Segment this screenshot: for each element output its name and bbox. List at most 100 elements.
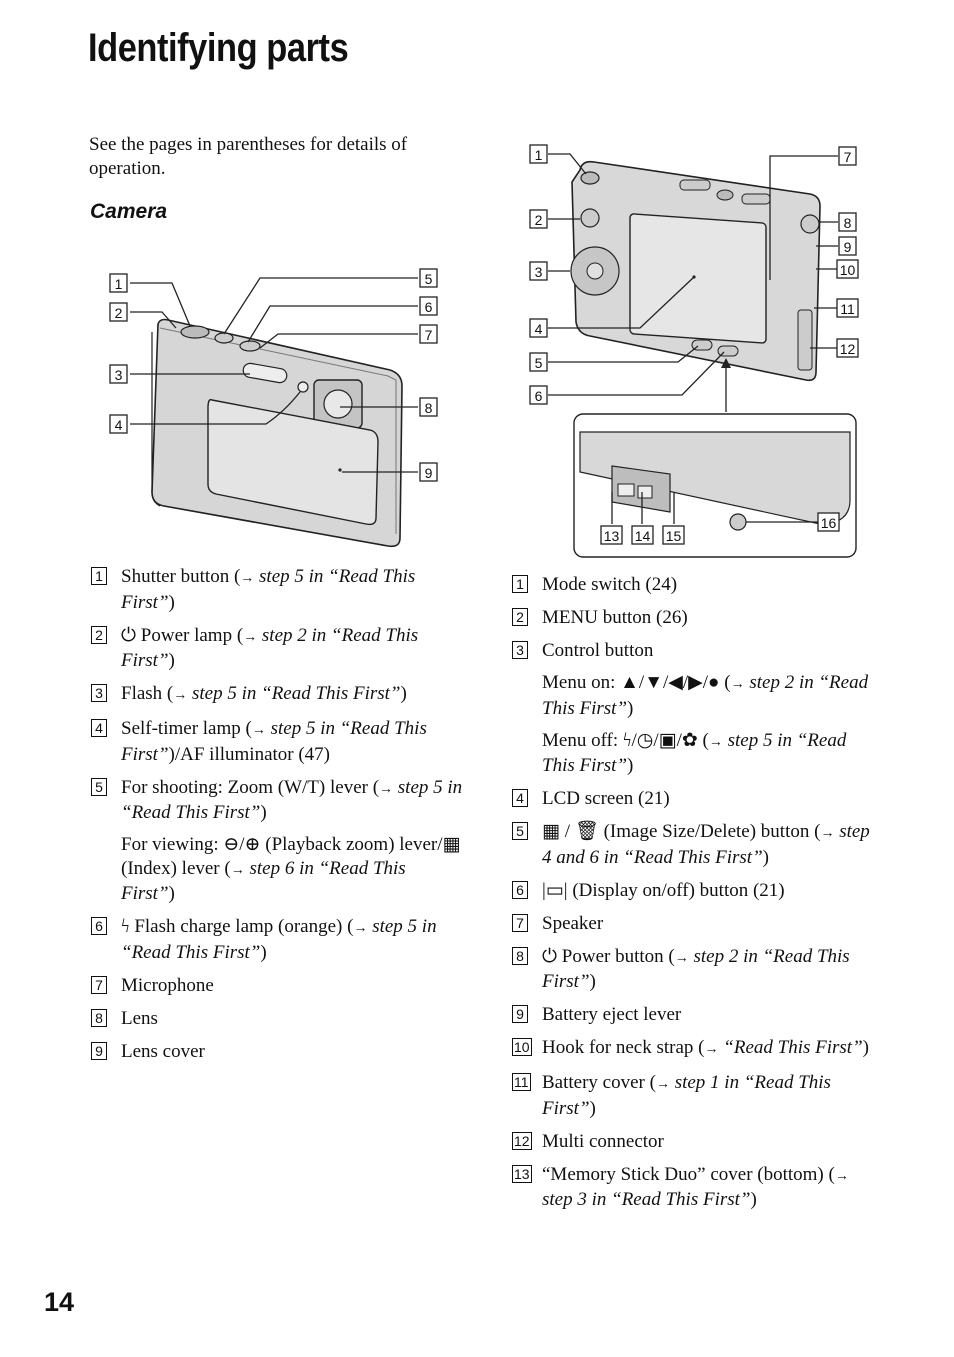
item-tail: ) [168,650,175,671]
item-number-badge: 2 [91,625,107,644]
front-callout-7: 7 [425,327,433,343]
list-subitem: Menu off: ϟ/◷/▣/✿ (→ step 5 in “Read Thi… [512,729,877,778]
front-parts-list: 1 Shutter button ( → step 5 in “Read This … [91,565,463,1073]
item-number-badge: 11 [512,1073,531,1091]
back-callout-12: 12 [840,341,856,357]
list-item: 11 Battery cover (→ step 1 in “Read This … [512,1071,877,1120]
item-tail: ) [862,1037,869,1058]
item-text: Power lamp ( [136,624,244,646]
page-title: Identifying parts [88,26,349,70]
item-tail: ) [168,883,175,904]
reference-text: step 5 in “Read This First” [121,776,463,824]
list-item: 2⏻ Power lamp (→ step 2 in “Read This Fi… [91,624,463,673]
reference-text: step 5 in “Read This First” [192,683,401,704]
reference-text: step 5 in “Read This First” [121,916,437,963]
item-number-badge: 6 [91,917,107,935]
reference-text: “Read This First” [723,1037,863,1058]
item-text: Self-timer lamp ( [121,718,252,739]
symbol-icon: ▦ / 🗑 [542,821,599,842]
item-tail: ) [627,697,634,719]
item-text: Shutter button ( [121,566,241,587]
item-text: LCD screen (21) [542,788,670,809]
item-tail: )/AF illuminator (47) [168,743,331,765]
reference-text: step 5 in “Read This First” [121,718,427,765]
item-number-badge: 1 [512,575,528,593]
item-text: “Memory Stick Duo” cover (bottom) ( [542,1163,835,1185]
arrow-icon: → [708,734,723,750]
arrow-icon: → [353,921,368,936]
item-text: Hook for neck strap ( [542,1037,705,1058]
back-callout-6: 6 [535,388,543,404]
front-callout-4: 4 [115,417,123,433]
item-text: Flash charge lamp (orange) ( [129,916,354,937]
item-number-badge: 6 [512,880,528,899]
back-callout-7: 7 [844,149,852,165]
reference-text: step 6 in “Read This First” [121,857,406,905]
item-tail: ) [627,755,634,776]
back-callout-8: 8 [844,215,852,231]
camera-front-figure: 1 2 3 4 5 6 7 8 9 [100,262,460,562]
item-number-badge: 13 [512,1164,532,1183]
reference-text: step 2 in “Read This First” [542,945,850,993]
item-number-badge: 7 [512,913,528,932]
item-number-badge: 9 [512,1005,528,1023]
item-text: Microphone [121,974,214,996]
item-number-badge: 3 [91,684,107,702]
reference-text: step 4 and 6 in “Read This First” [542,821,870,868]
item-text: Battery cover ( [542,1072,656,1093]
item-tail: ) [168,591,175,613]
item-number-badge: 8 [512,946,528,965]
front-callout-8: 8 [425,400,433,416]
list-item: 8⏻ Power button (→ step 2 in “Read This … [512,945,877,994]
item-number-badge: 8 [91,1008,107,1027]
arrow-icon: → [655,1077,670,1092]
item-number-badge: 10 [512,1038,532,1056]
list-item: 13“Memory Stick Duo” cover (bottom) (→ s… [512,1163,877,1212]
front-callout-9: 9 [425,465,433,481]
symbol-icon: |▭| [542,879,568,901]
back-callout-4: 4 [535,321,543,337]
front-callout-6: 6 [425,299,433,315]
item-text: MENU button (26) [542,607,688,628]
back-callout-15: 15 [666,528,682,544]
item-text: Menu on: ▲/▼/◀/▶/● ( [542,672,731,693]
symbol-icon: ϟ [121,916,130,937]
back-callout-16: 16 [821,515,837,531]
reference-text: step 1 in “Read This First” [542,1072,831,1119]
arrow-icon: → [704,1042,719,1057]
list-item: 7 Microphone [91,974,463,998]
back-callout-9: 9 [844,239,852,255]
item-number-badge: 7 [91,975,107,994]
item-number-badge: 4 [512,789,528,807]
reference-text: step 5 in “Read This First” [121,566,416,613]
back-callout-2: 2 [535,212,543,228]
arrow-icon: → [730,677,745,692]
front-callout-5: 5 [425,271,433,287]
item-text: Lens cover [121,1040,205,1062]
arrow-icon: → [820,826,835,841]
item-text: (Display on/off) button (21) [567,879,785,901]
symbol-icon: ⏻ [542,945,558,967]
back-callout-10: 10 [840,262,856,278]
list-item: 1 Mode switch (24) [512,573,877,597]
item-number-badge: 12 [512,1131,532,1150]
arrow-icon: → [251,723,266,738]
item-text: Flash ( [121,683,174,704]
item-tail: ) [589,1097,596,1119]
back-callout-5: 5 [535,355,543,371]
item-number-badge: 1 [91,567,107,585]
back-callout-11: 11 [840,301,855,317]
item-text: Mode switch (24) [542,574,678,595]
list-subitem: For viewing: ⊖/⊕ (Playback zoom) lever/▦… [91,833,463,906]
item-text: Multi connector [542,1130,664,1152]
item-text: Control button [542,640,654,661]
intro-text: See the pages in parentheses for details… [89,134,408,179]
